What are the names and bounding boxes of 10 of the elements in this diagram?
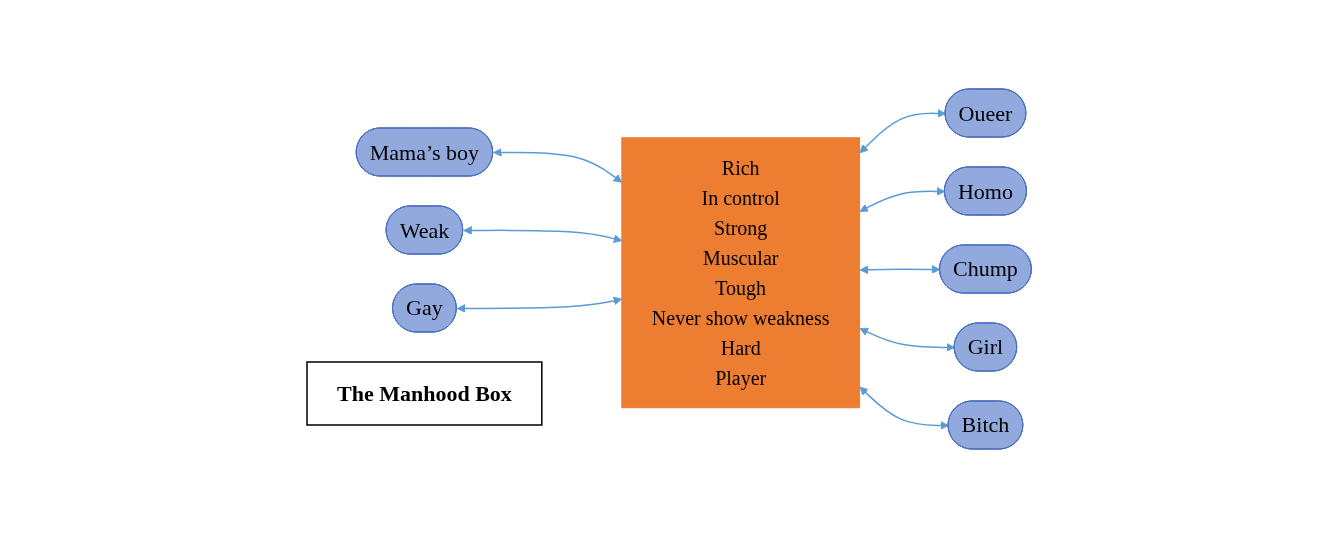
arrow (859, 265, 941, 275)
arrow (859, 386, 949, 430)
arrow (456, 296, 623, 313)
arrow (859, 187, 946, 212)
arrow (859, 327, 955, 352)
arrow (859, 109, 946, 154)
arrow (492, 148, 623, 183)
node-box: Rich In control Strong Muscular Tough Never show weakness Hard Player (621, 137, 860, 409)
node-box: The Manhood Box (306, 361, 543, 426)
arrow (463, 226, 623, 243)
